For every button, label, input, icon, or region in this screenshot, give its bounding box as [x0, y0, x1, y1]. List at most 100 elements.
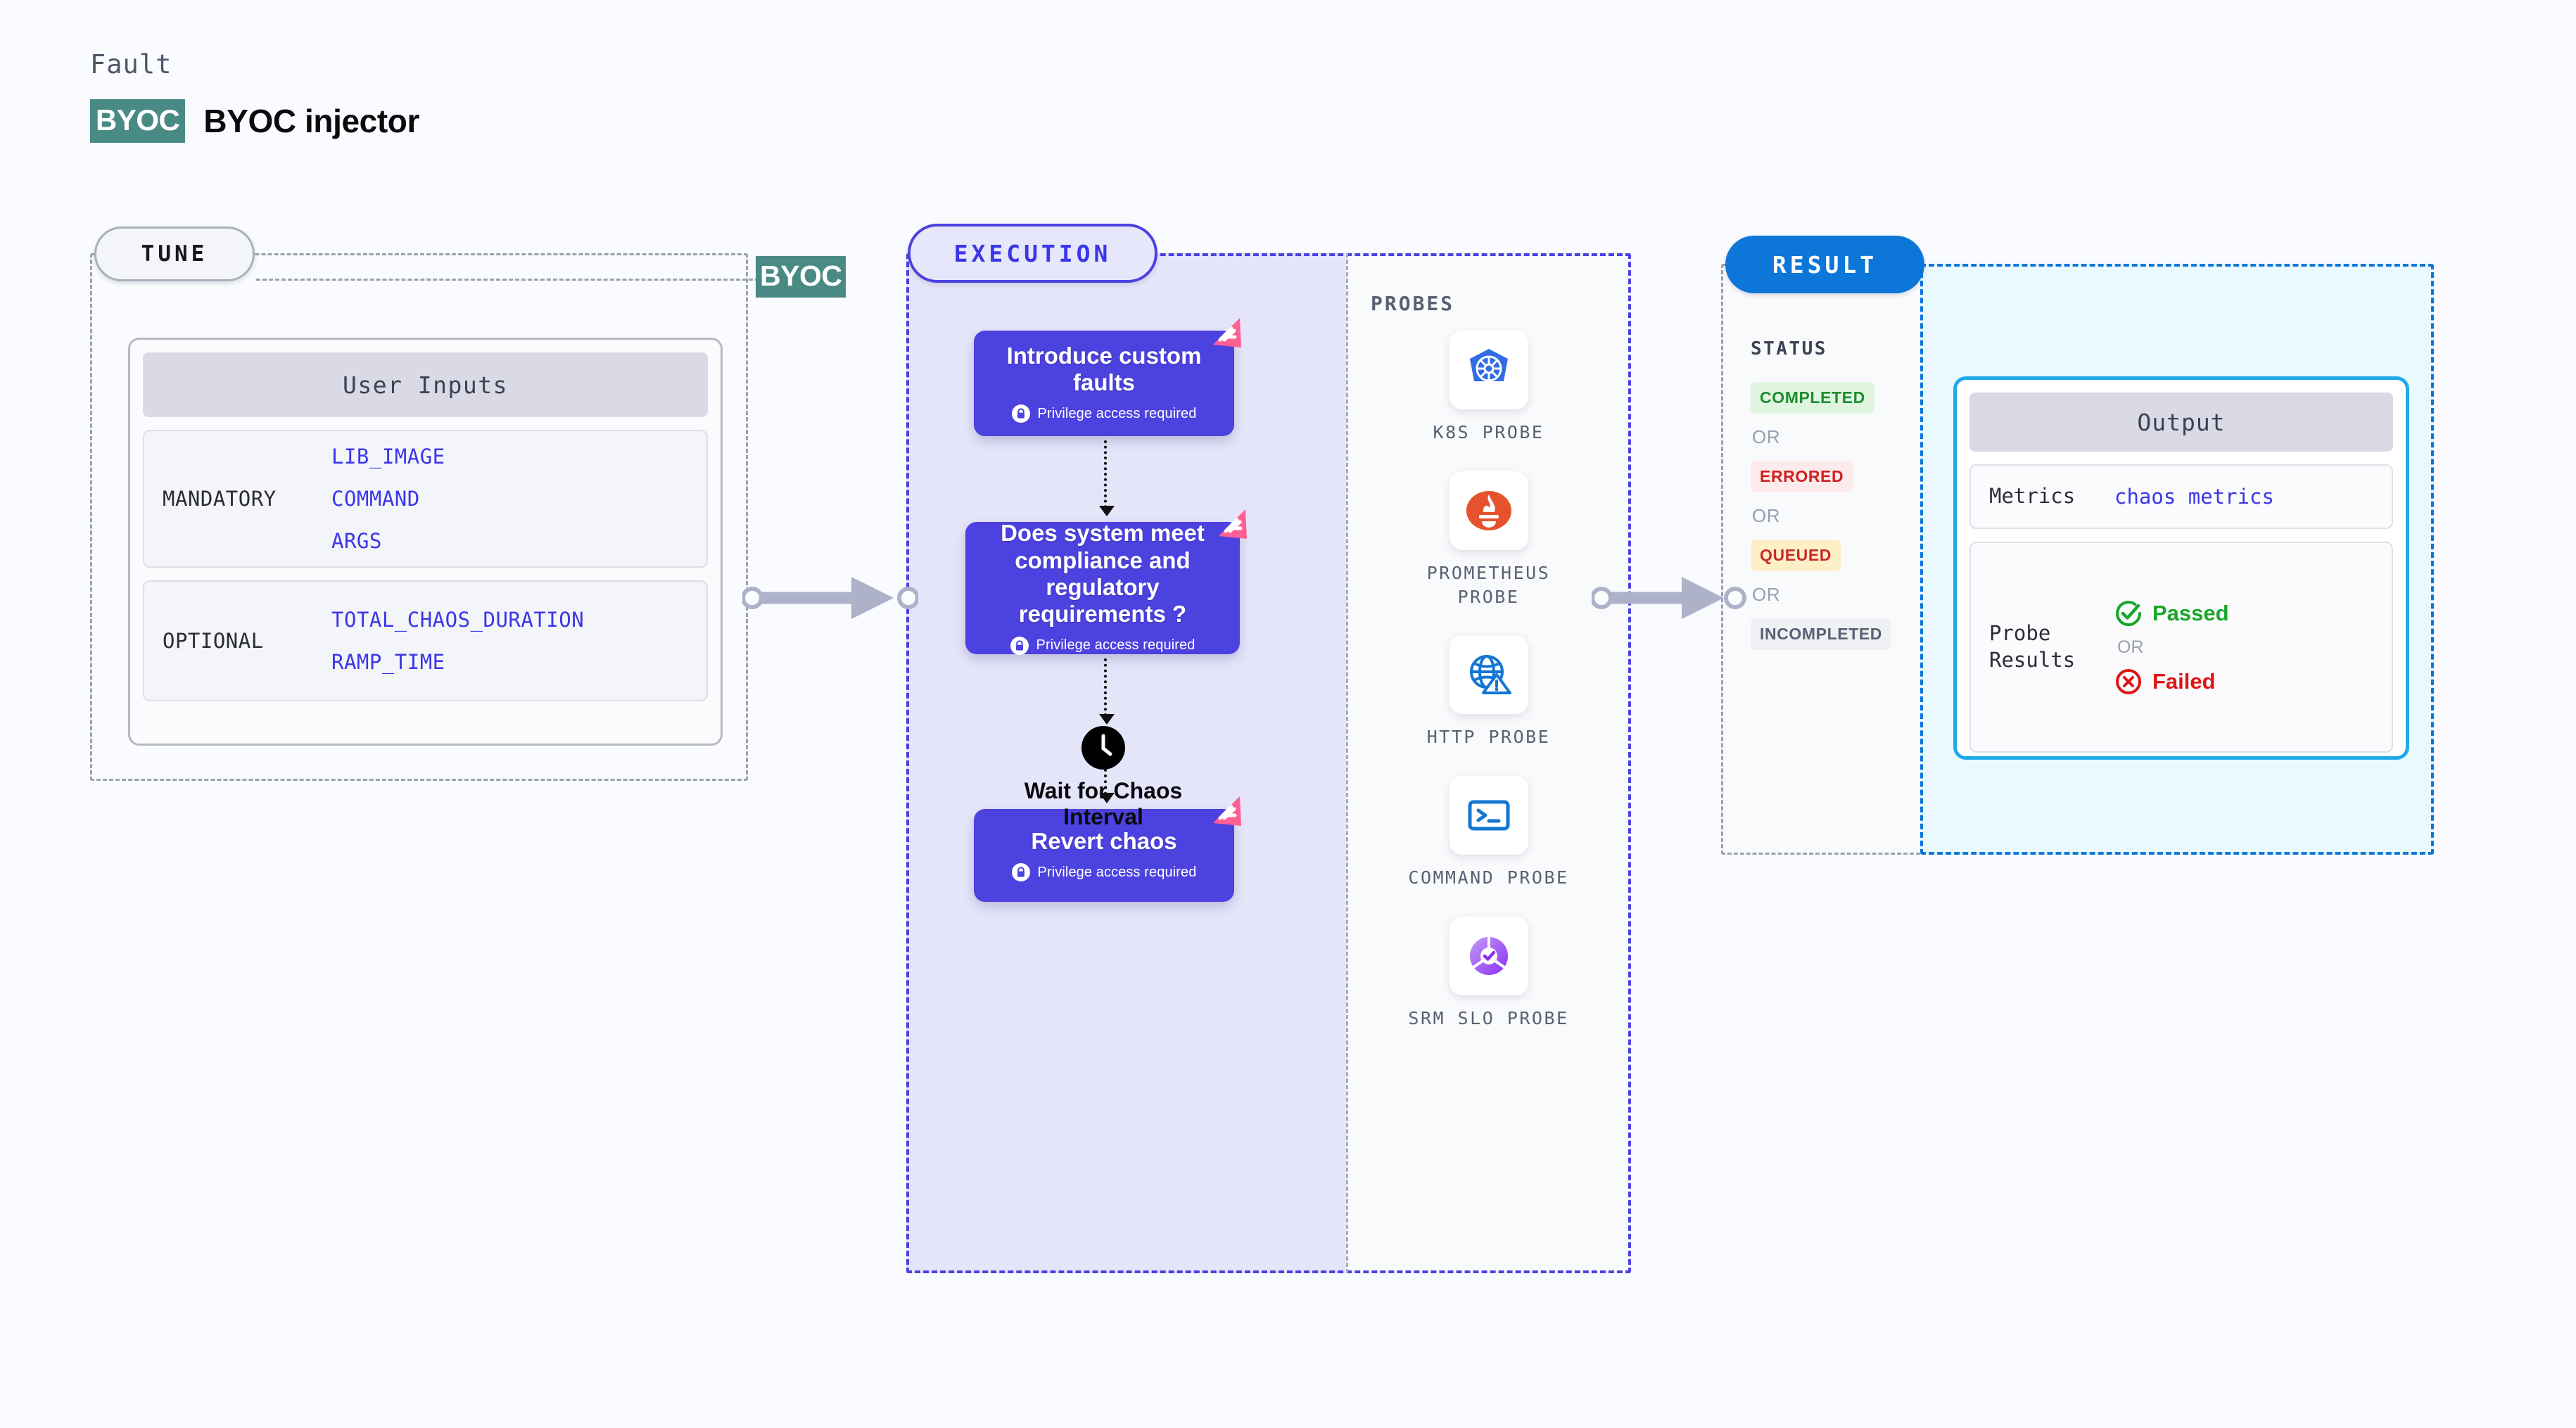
harness-pink-badge-icon — [1206, 795, 1247, 836]
status-or-label: OR — [1752, 505, 1780, 526]
execution-probes-divider — [1346, 253, 1348, 1273]
status-or-label: OR — [1752, 584, 1780, 605]
privilege-note: Privilege access required — [1011, 404, 1197, 423]
passed-label: Passed — [2152, 600, 2229, 625]
page-title: BYOC injector — [203, 103, 419, 139]
globe-warning-icon — [1469, 655, 1511, 695]
privilege-note: Privilege access required — [1010, 636, 1195, 655]
privilege-text: Privilege access required — [1037, 405, 1197, 421]
probe-outcome-failed: Failed — [2114, 668, 2229, 696]
status-badge-completed: COMPLETED — [1751, 382, 1874, 414]
lock-icon — [1011, 404, 1030, 423]
optional-values: TOTAL_CHAOS_DURATION RAMP_TIME — [331, 608, 584, 674]
output-title: Output — [1969, 393, 2393, 452]
probe-tile — [1449, 776, 1528, 855]
execution-panel-frame — [906, 253, 1631, 1273]
probe-results-key: Probe Results — [1989, 621, 2076, 672]
probe-tile — [1449, 471, 1528, 550]
node-title: Introduce custom faults — [1006, 342, 1202, 395]
node-wait-for-chaos-interval[interactable]: Wait for Chaos Interval — [998, 726, 1209, 830]
node-compliance-check[interactable]: Does system meet compliance and regulato… — [965, 509, 1247, 655]
terminal-icon — [1468, 800, 1509, 831]
probe-tile — [1449, 635, 1528, 715]
node-introduce-custom-faults[interactable]: Introduce custom faults Privilege access… — [974, 318, 1241, 436]
byoc-edge-badge: BYOC — [756, 256, 846, 298]
node-title: Does system meet compliance and regulato… — [1001, 520, 1205, 627]
status-badge-errored: ERRORED — [1751, 461, 1853, 492]
metrics-key: Metrics — [1989, 484, 2076, 509]
metrics-value[interactable]: chaos metrics — [2114, 485, 2274, 509]
flow-connector-1 — [1099, 440, 1115, 516]
probe-caption: COMMAND PROBE — [1408, 867, 1569, 888]
probe-tile — [1449, 916, 1528, 995]
input-command[interactable]: COMMAND — [331, 487, 420, 511]
output-card: Output Metrics chaos metrics Probe Resul… — [1953, 376, 2409, 760]
probe-outcome-passed: Passed — [2114, 599, 2229, 627]
flow-connector-3 — [1099, 746, 1115, 803]
arrow-tune-to-execution — [742, 570, 918, 626]
status-or-label: OR — [1752, 426, 1780, 447]
check-circle-icon — [2116, 600, 2142, 626]
mandatory-values: LIB_IMAGE COMMAND ARGS — [331, 445, 445, 553]
status-options-list: COMPLETED OR ERRORED OR QUEUED OR INCOMP… — [1751, 382, 1905, 650]
page-header: Fault BYOC BYOC injector — [90, 49, 419, 143]
input-lib-image[interactable]: LIB_IMAGE — [331, 445, 445, 468]
probe-caption: HTTP PROBE — [1426, 727, 1551, 748]
mandatory-input-group: MANDATORY LIB_IMAGE COMMAND ARGS — [143, 430, 708, 568]
arrow-execution-to-result — [1592, 570, 1746, 626]
result-pill-label: RESULT — [1725, 236, 1924, 293]
privilege-text: Privilege access required — [1036, 637, 1195, 654]
probe-item-http[interactable]: HTTP PROBE — [1397, 635, 1580, 749]
tune-panel-frame — [90, 253, 748, 781]
output-row-probe-results: Probe Results Passed OR Failed — [1969, 542, 2393, 753]
tune-top-dashed-line — [256, 279, 759, 281]
tune-panel: TUNE BYOC User Inputs MANDATORY LIB_IMAG… — [90, 227, 846, 781]
probes-background — [1346, 253, 1631, 1273]
probe-item-srm-slo[interactable]: SRM SLO PROBE — [1397, 916, 1580, 1031]
execution-panel: EXECUTION PROBES Introduce custom faults… — [906, 224, 1631, 1273]
probe-outcomes: Passed OR Failed — [2114, 599, 2229, 696]
lock-icon — [1010, 636, 1029, 655]
lock-icon — [1011, 863, 1030, 882]
status-badge-queued: QUEUED — [1751, 540, 1841, 571]
node-title: Revert chaos — [1031, 827, 1177, 854]
probe-item-prometheus[interactable]: PROMETHEUS PROBE — [1397, 471, 1580, 609]
flow-connector-2 — [1099, 658, 1115, 725]
status-heading: STATUS — [1751, 338, 1827, 359]
execution-flow: Introduce custom faults Privilege access… — [906, 253, 1346, 1273]
probe-outcome-or: OR — [2117, 637, 2144, 657]
optional-group-label: OPTIONAL — [163, 629, 264, 653]
status-badge-incompleted: INCOMPLETED — [1751, 618, 1891, 650]
failed-label: Failed — [2152, 668, 2216, 694]
clock-icon — [1081, 726, 1125, 770]
input-args[interactable]: ARGS — [331, 529, 382, 553]
privilege-text: Privilege access required — [1037, 864, 1197, 880]
eyebrow-label: Fault — [90, 49, 172, 79]
input-total-chaos-duration[interactable]: TOTAL_CHAOS_DURATION — [331, 608, 585, 632]
probe-caption: SRM SLO PROBE — [1408, 1007, 1569, 1028]
page-title-row: BYOC BYOC injector — [90, 99, 419, 143]
optional-input-group: OPTIONAL TOTAL_CHAOS_DURATION RAMP_TIME — [143, 580, 708, 701]
user-inputs-title: User Inputs — [143, 352, 708, 417]
user-inputs-card: User Inputs MANDATORY LIB_IMAGE COMMAND … — [128, 338, 723, 746]
result-panel: RESULT STATUS COMPLETED OR ERRORED OR QU… — [1721, 236, 2434, 855]
input-ramp-time[interactable]: RAMP_TIME — [331, 650, 445, 674]
output-row-metrics: Metrics chaos metrics — [1969, 464, 2393, 529]
probe-item-command[interactable]: COMMAND PROBE — [1397, 776, 1580, 890]
probe-caption: PROMETHEUS PROBE — [1426, 562, 1551, 607]
wait-step-label: Wait for Chaos Interval — [1024, 778, 1183, 830]
x-circle-icon — [2116, 668, 2141, 694]
privilege-note: Privilege access required — [1011, 863, 1197, 882]
probe-caption: K8S PROBE — [1433, 422, 1544, 442]
byoc-badge: BYOC — [90, 99, 186, 143]
probe-item-k8s[interactable]: K8S PROBE — [1397, 331, 1580, 445]
kubernetes-icon — [1469, 349, 1508, 382]
tune-pill-label: TUNE — [94, 227, 255, 281]
srm-slo-icon — [1469, 936, 1508, 975]
probe-tile — [1449, 331, 1528, 409]
mandatory-group-label: MANDATORY — [163, 487, 277, 511]
probes-heading: PROBES — [1371, 292, 1455, 315]
prometheus-icon — [1466, 490, 1511, 530]
probes-list: K8S PROBE PROMETHEUS PROBE — [1346, 331, 1631, 1031]
execution-pill-label: EXECUTION — [908, 224, 1157, 283]
